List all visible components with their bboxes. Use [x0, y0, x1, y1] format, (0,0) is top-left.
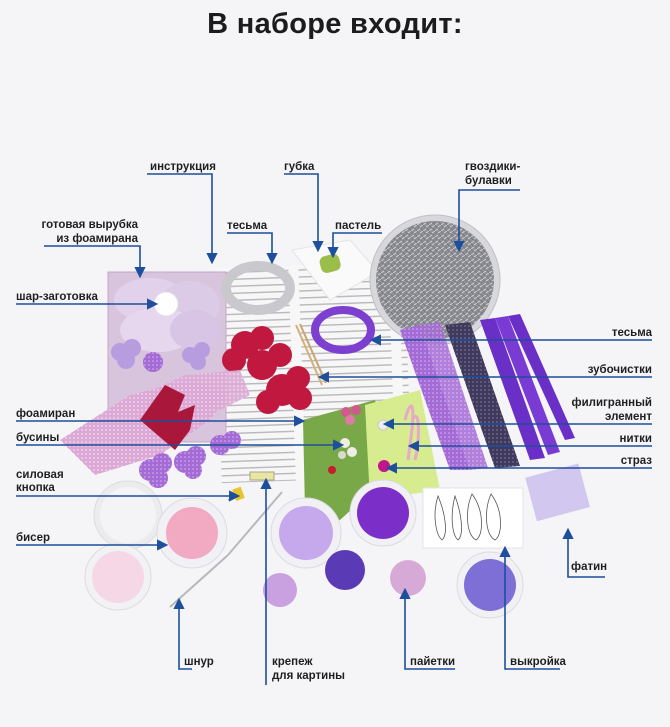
sequins-piles — [263, 550, 426, 607]
foam-flower-cutout — [114, 278, 220, 352]
label-sponge: губка — [284, 161, 315, 173]
label-toothpicks: зубочистки — [587, 364, 652, 376]
label-sequins: пайетки — [410, 656, 456, 668]
red-foam-flowers — [222, 326, 312, 414]
leader-lines — [16, 173, 652, 685]
red-foam-leaf — [140, 385, 195, 450]
label-pastel: пастель — [335, 220, 382, 232]
label-foam-cutout-line1: готовая вырубка — [41, 219, 138, 231]
label-seed-beads: бисер — [16, 532, 50, 544]
lime-felt — [365, 390, 440, 500]
label-ribbon-right: тесьма — [611, 327, 652, 339]
label-tulle: фатин — [571, 561, 608, 573]
toothpicks — [295, 324, 323, 386]
threads — [403, 404, 420, 461]
label-hanger-line2: для картины — [272, 670, 346, 682]
label-cord: шнур — [184, 656, 214, 668]
label-push-pin-line2: кнопка — [16, 482, 55, 494]
pastel — [319, 254, 341, 273]
label-beads: бусины — [16, 432, 60, 444]
tulle — [525, 463, 590, 522]
filigree-element — [377, 419, 389, 431]
label-ribbon-top: тесьма — [227, 220, 268, 232]
page-title: В наборе входит: — [207, 8, 463, 40]
label-rhinestone: страз — [620, 455, 652, 467]
label-pins-line2: булавки — [465, 175, 512, 187]
label-foamiran: фоамиран — [16, 408, 76, 420]
label-filigree-line2: элемент — [605, 411, 652, 423]
label-pattern: выкройка — [510, 656, 566, 668]
picture-hanger — [249, 471, 275, 481]
silver-ribbon — [221, 261, 295, 315]
label-instruction: инструкция — [150, 161, 216, 173]
label-foam-ball: шар-заготовка — [16, 291, 98, 303]
label-foam-cutout-line2: из фоамирана — [56, 233, 138, 245]
purple-ribbon — [311, 306, 375, 354]
label-pins-line1: гвоздики- — [465, 161, 521, 173]
rhinestone — [378, 460, 390, 472]
push-pin — [227, 486, 245, 502]
foam-ball — [153, 291, 179, 317]
label-push-pin-line1: силовая — [16, 469, 64, 481]
label-hanger-line1: крепеж — [272, 656, 313, 668]
label-filigree-line1: филигранный — [571, 397, 653, 409]
label-threads: нитки — [619, 433, 652, 445]
